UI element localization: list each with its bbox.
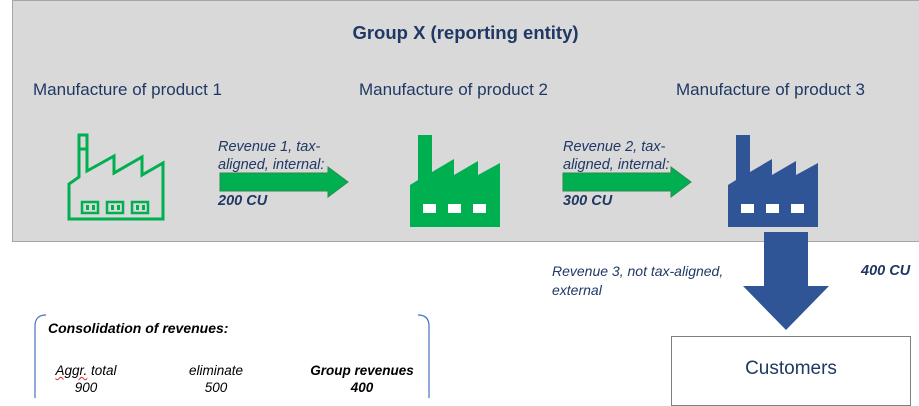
aggr-total-rest: total	[87, 363, 117, 378]
external-revenue-label: Revenue 3, not tax-aligned, external	[552, 262, 772, 300]
group-revenues-label: Group revenues	[310, 363, 414, 378]
stage-1-label: Manufacture of product 1	[33, 80, 223, 99]
aggr-total-label: Aggr. total	[46, 362, 126, 379]
customers-label: Customers	[745, 358, 837, 379]
group-revenues-column: Group revenues 400	[292, 362, 432, 396]
aggr-total-value: 900	[74, 380, 98, 395]
aggr-word: Aggr.	[55, 363, 88, 378]
eliminate-value: 500	[204, 380, 228, 395]
flow-2-arrow	[562, 166, 692, 198]
stage-3-label: Manufacture of product 3	[676, 80, 866, 99]
flow-2-line2: aligned, internal:	[563, 157, 670, 173]
factory-outline-icon	[67, 133, 165, 221]
aggr-total-column: Aggr. total 900	[46, 362, 126, 396]
flow-1-label: Revenue 1, tax- aligned, internal:	[218, 138, 324, 174]
flow-2-label: Revenue 2, tax- aligned, internal:	[563, 138, 669, 174]
consolidation-bracket	[34, 314, 430, 398]
flow-1-amount: 200 CU	[218, 193, 268, 209]
flow-2-amount: 300 CU	[563, 193, 613, 209]
flow-1-arrow	[219, 166, 349, 198]
eliminate-label: eliminate	[188, 363, 244, 378]
factory-filled-icon	[410, 135, 500, 227]
external-line2: external	[552, 282, 602, 298]
external-line1: Revenue 3, not tax-aligned,	[552, 263, 724, 279]
factory-filled-icon	[728, 135, 818, 227]
external-flow-arrow	[743, 232, 829, 330]
external-amount: 400 CU	[861, 263, 911, 279]
flow-1-line2: aligned, internal:	[218, 157, 325, 173]
consolidation-title: Consolidation of revenues:	[48, 320, 229, 336]
group-title: Group X (reporting entity)	[352, 22, 579, 43]
eliminate-column: eliminate 500	[176, 362, 256, 396]
stage-2-label: Manufacture of product 2	[359, 80, 549, 99]
flow-2-line1: Revenue 2, tax-	[563, 139, 666, 155]
group-revenues-value: 400	[350, 380, 374, 395]
flow-1-line1: Revenue 1, tax-	[218, 139, 321, 155]
